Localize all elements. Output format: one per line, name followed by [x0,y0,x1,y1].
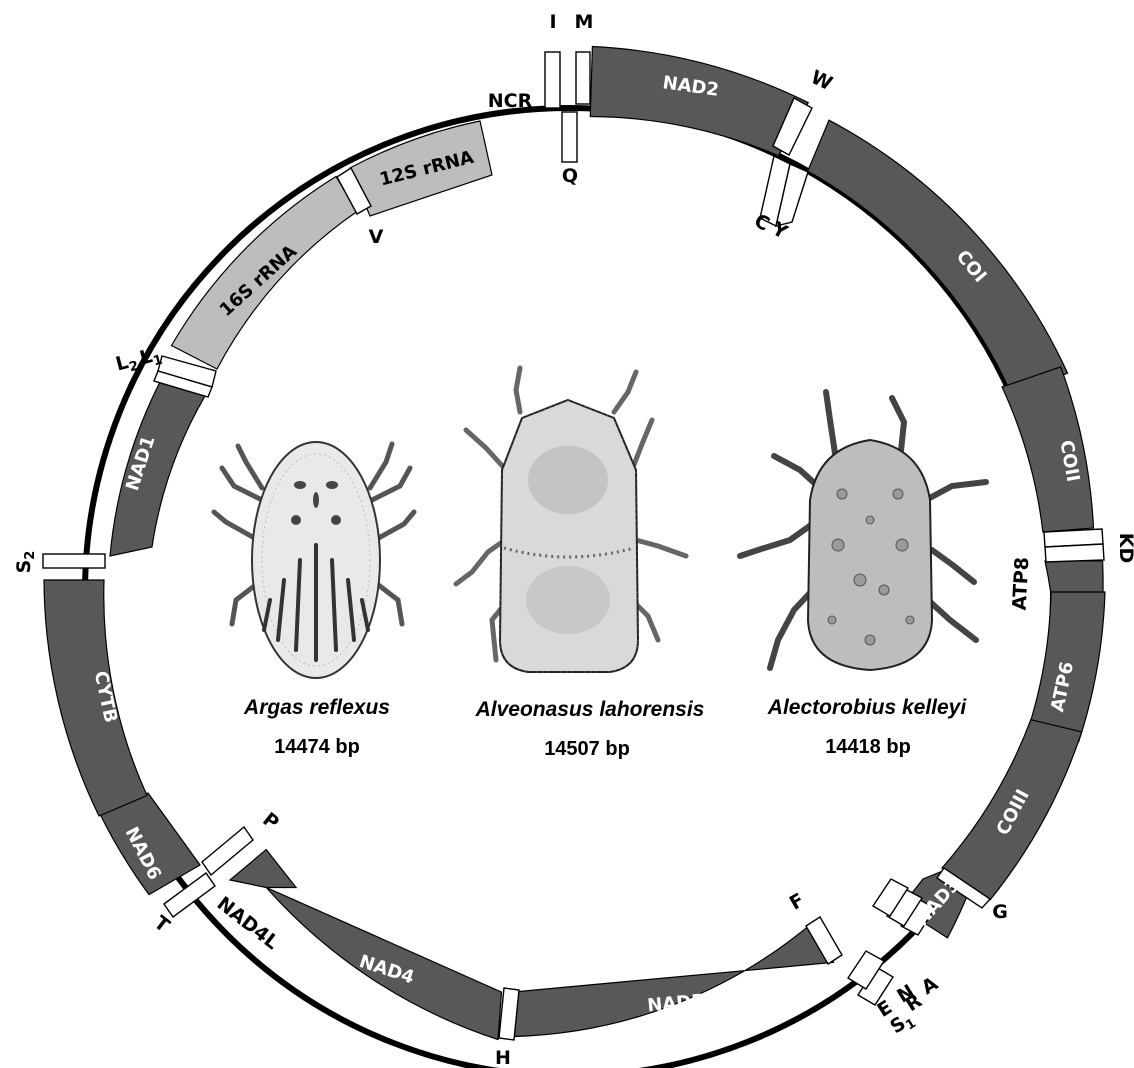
trna-label-l2: L2 [113,349,140,379]
trna-d [1045,544,1104,562]
trna-label-v: V [369,226,384,248]
trna-label-m: M [575,11,594,33]
trna-label-h: H [495,1047,511,1068]
gene-nad4l [230,850,296,888]
gene-label-nad4l: NAD4L [213,893,283,954]
trna-label-s2: S2 [13,551,38,574]
species-length-3: 14418 bp [825,736,911,758]
species-name-2: Alveonasus lahorensis [475,698,705,721]
trna-m [576,52,590,104]
tick-argas-illustration [214,442,414,678]
gene-nad5 [508,921,834,1037]
trna-label-g: G [992,901,1008,923]
trna-i [545,52,560,108]
species-name-3: Alectorobius kelleyi [767,696,968,719]
gene-coi [808,120,1068,394]
species-name-1: Argas reflexus [243,696,390,719]
species-length-1: 14474 bp [274,736,360,758]
gene-nad1 [110,382,209,556]
trna-q [562,112,577,162]
trna-label-p: P [258,808,283,834]
trna-label-w: W [807,66,835,95]
ncr-label: NCR [488,90,533,112]
gene-label-atp8: ATP8 [1009,556,1034,610]
species-length-2: 14507 bp [544,738,630,760]
tick-alveonasus-illustration [456,368,686,672]
trna-label-f: F [786,889,808,915]
gene-atp8 [1045,561,1103,594]
trna-label-a: A [918,973,942,1000]
trna-s2 [43,554,105,568]
gene-label-nad5: NAD5 [646,991,704,1017]
trna-label-q: Q [562,165,578,187]
trna-label-kd: KD [1115,533,1134,564]
trna-label-t: T [150,912,174,937]
trna-label-i: I [549,11,556,33]
tick-alectorobius-illustration [740,392,986,670]
gene-coii [1002,367,1093,532]
